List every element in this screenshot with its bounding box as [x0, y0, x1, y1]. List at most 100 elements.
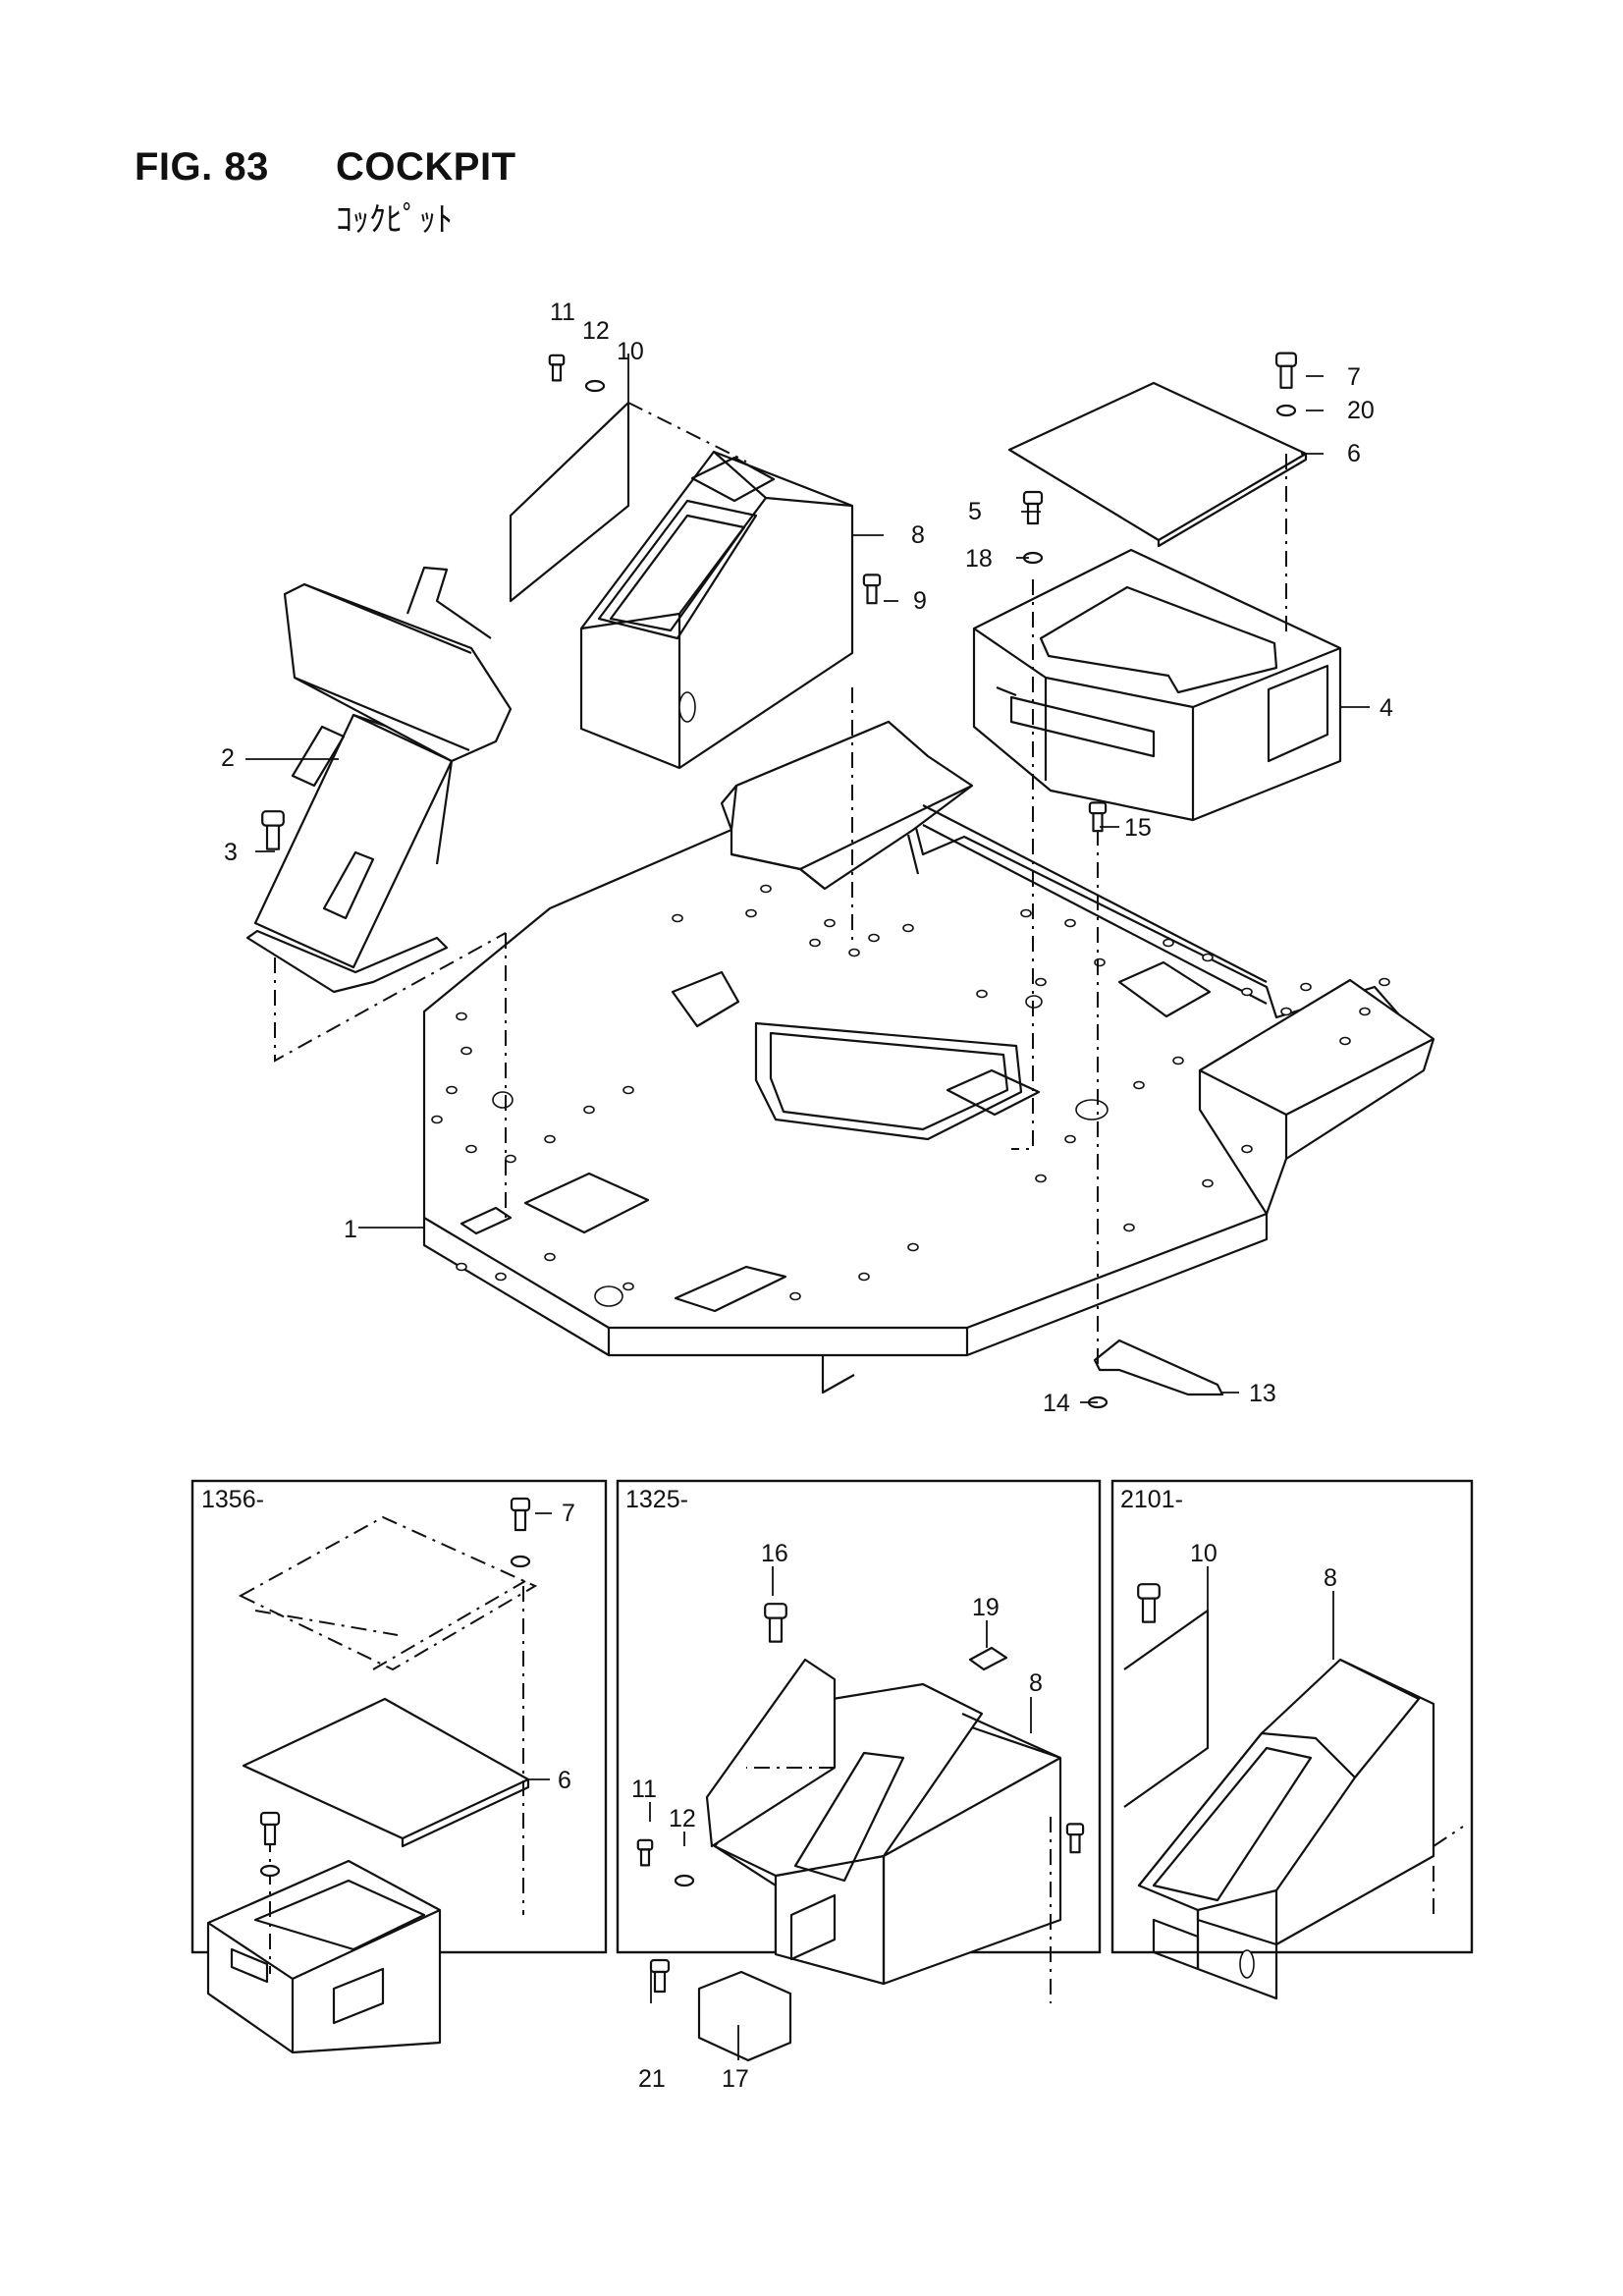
inset3-callout-10: 10: [1190, 1540, 1217, 1567]
inset2-callout-8: 8: [1029, 1669, 1043, 1697]
inset-serial-1325: 1325-: [625, 1486, 688, 1513]
floor-hole: [1035, 1174, 1047, 1183]
figure-number: FIG. 83: [135, 145, 269, 189]
inset1-bolt-7: [510, 1497, 531, 1532]
floor-hole: [1064, 1134, 1076, 1144]
floor-hole: [1300, 982, 1312, 992]
floor-hole: [465, 1144, 477, 1154]
inset-serial-1356: 1356-: [201, 1486, 264, 1513]
floor-hole: [1163, 938, 1174, 948]
page-title-japanese: ｺｯｸﾋﾟｯﾄ: [336, 200, 453, 240]
inset2-bolt-11: [636, 1838, 654, 1867]
callout-3: 3: [224, 839, 238, 866]
inset2-callout-12: 12: [669, 1805, 696, 1832]
callout-13: 13: [1249, 1380, 1276, 1407]
assembly-lines: [274, 402, 1287, 1365]
bolt-3: [261, 810, 285, 850]
floor-hole: [1280, 1007, 1292, 1016]
callout-1: 1: [344, 1216, 357, 1243]
callout-15: 15: [1124, 814, 1152, 842]
callout-8: 8: [911, 521, 925, 549]
steering-column-part-2: [245, 566, 513, 994]
bolt-11: [548, 354, 566, 382]
washer-12: [584, 379, 606, 393]
seat-box-part-4: [972, 548, 1342, 822]
floor-hole: [1202, 1178, 1214, 1188]
floor-hole: [1035, 977, 1047, 987]
washer-20: [1275, 404, 1297, 417]
floor-hole: [1094, 957, 1106, 967]
inset2-callout-19: 19: [972, 1594, 1000, 1621]
inset3-knob: [1137, 1583, 1161, 1623]
callout-5: 5: [968, 498, 982, 525]
floor-hole: [976, 989, 988, 999]
inset-frame-2101: [1110, 1479, 1474, 1954]
floor-hole: [672, 913, 683, 923]
floor-hole: [809, 938, 821, 948]
floor-hole: [1020, 908, 1032, 918]
bolt-7: [1274, 352, 1297, 389]
inset-serial-2101: 2101-: [1120, 1486, 1183, 1513]
floor-hole: [446, 1085, 458, 1095]
floor-hole: [1241, 987, 1253, 997]
callout-4: 4: [1380, 694, 1393, 722]
floor-hole: [583, 1105, 595, 1115]
leader-lines: [245, 354, 1370, 1403]
inset2-callout-17: 17: [722, 2065, 749, 2093]
floor-hole: [622, 1282, 634, 1291]
callout-14: 14: [1043, 1390, 1070, 1417]
floor-hole: [544, 1252, 556, 1262]
floor-hole: [1241, 1144, 1253, 1154]
inset2-knob-16: [764, 1603, 787, 1643]
inset2-washer-12: [674, 1874, 695, 1887]
callout-6: 6: [1347, 440, 1361, 467]
inset1-washer-2: [259, 1864, 281, 1878]
inset3-callout-8: 8: [1324, 1564, 1337, 1592]
bolt-9: [862, 574, 882, 605]
side-cover-part-10: [509, 401, 630, 603]
bolt-15: [1088, 801, 1108, 833]
floor-hole: [1123, 1223, 1135, 1232]
floor-hole: [1064, 918, 1076, 928]
floor-hole: [902, 923, 914, 933]
floor-hole: [1359, 1007, 1371, 1016]
floor-hole: [544, 1134, 556, 1144]
floor-hole: [456, 1262, 467, 1272]
inset-1356-drawing: 7 6: [206, 1500, 575, 2054]
inset1-washer: [510, 1555, 531, 1568]
callout-12: 12: [582, 317, 610, 345]
callout-9: 9: [913, 587, 927, 615]
floor-hole: [848, 948, 860, 957]
callout-20: 20: [1347, 397, 1375, 424]
floor-hole: [505, 1154, 516, 1164]
inset2-bolt: [1065, 1823, 1085, 1854]
callout-18: 18: [965, 545, 993, 573]
floor-hole: [456, 1011, 467, 1021]
floor-hole: [1339, 1036, 1351, 1046]
floor-hole: [760, 884, 772, 894]
floor-hole: [789, 1291, 801, 1301]
inset2-bolt-21: [649, 1958, 671, 1994]
floor-plate-part-1: [422, 720, 1435, 1394]
bolt-5: [1022, 490, 1044, 525]
floor-hole: [1379, 977, 1390, 987]
floor-hole: [1202, 953, 1214, 962]
callout-7: 7: [1347, 363, 1361, 391]
main-fasteners: [261, 352, 1297, 1409]
cover-plate-part-13: [1093, 1339, 1224, 1396]
inset-1325-drawing: 16 19 8 11 12 21 17: [631, 1540, 1062, 2093]
floor-hole: [622, 1085, 634, 1095]
seat-plate-part-6: [1007, 381, 1308, 542]
inset-2101-drawing: 10 8: [1123, 1540, 1464, 2000]
callout-2: 2: [221, 744, 235, 772]
inset2-callout-11: 11: [631, 1776, 657, 1803]
floor-hole: [868, 933, 880, 943]
floor-hole: [431, 1115, 443, 1124]
inset1-callout-6: 6: [558, 1767, 571, 1794]
page-title: COCKPIT: [336, 145, 516, 189]
floor-hole: [1133, 1080, 1145, 1090]
floor-hole: [745, 908, 757, 918]
inset1-bolt: [259, 1811, 281, 1846]
floor-opening-round: [492, 1091, 514, 1109]
floor-hole: [460, 1046, 472, 1056]
